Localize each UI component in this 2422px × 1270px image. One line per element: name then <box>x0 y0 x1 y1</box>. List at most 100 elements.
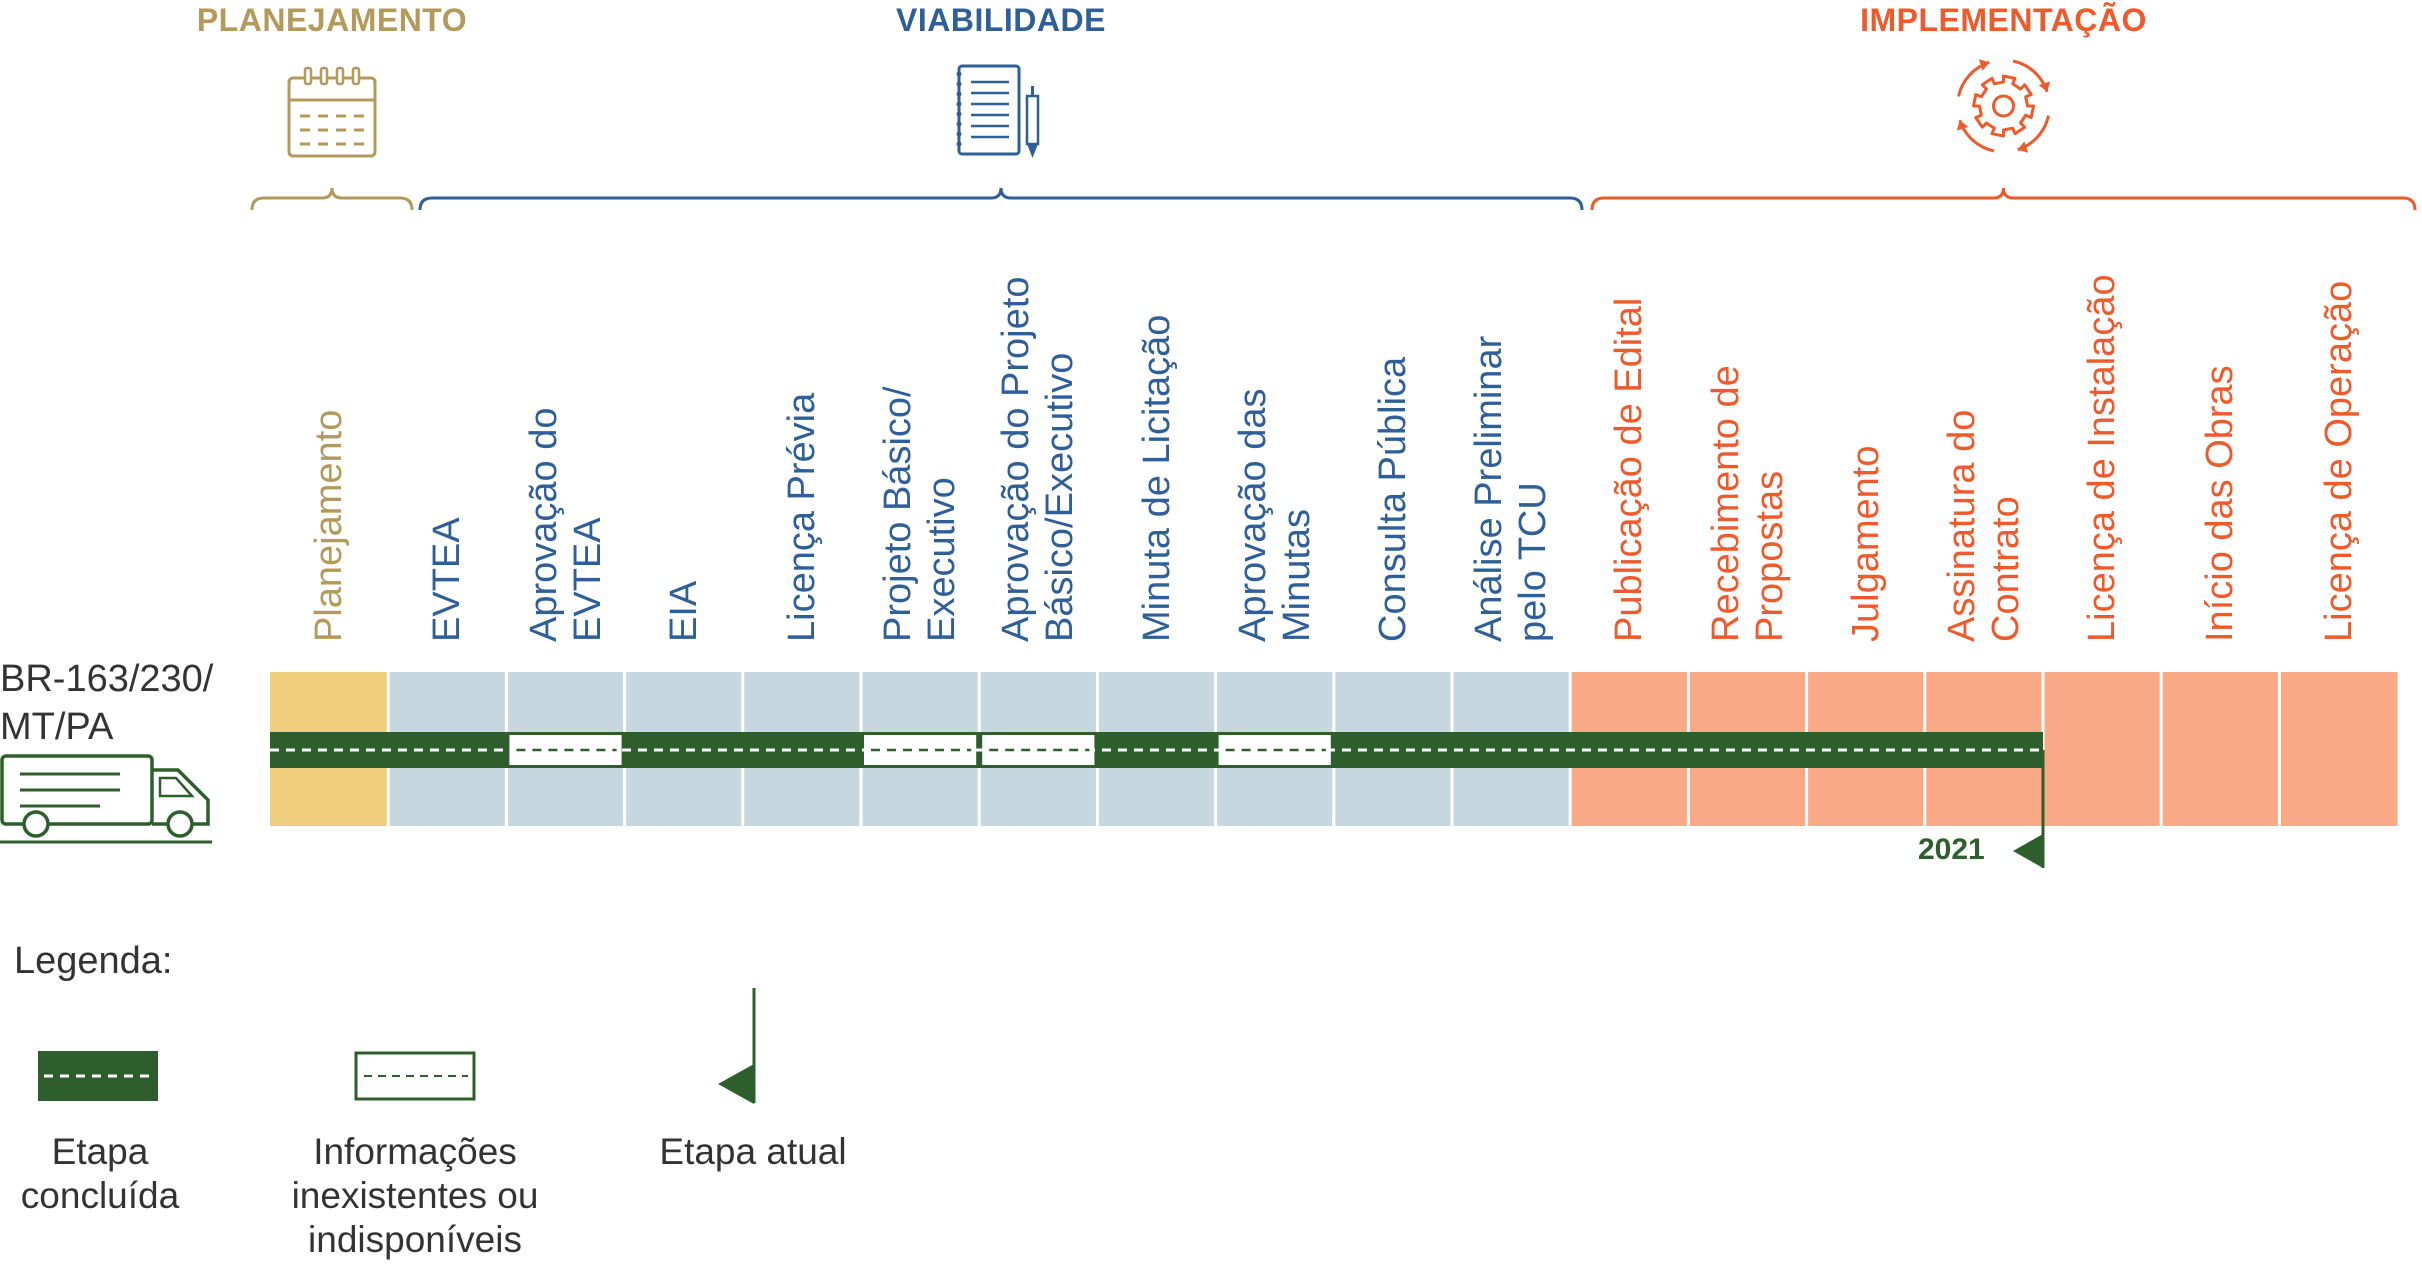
stage-label-line: Propostas <box>1748 470 1791 642</box>
stage-cell <box>2043 672 2162 826</box>
phase-brace <box>1590 187 2417 211</box>
cycle-arrowhead <box>2017 141 2029 153</box>
stage-label-line: Consulta Pública <box>1371 356 1414 642</box>
gear-hub <box>1992 94 2015 118</box>
legend-concluida-line1: Etapa <box>51 1131 149 1172</box>
stage-label-line: Licença Prévia <box>780 392 823 642</box>
stage-label: EIA <box>662 581 706 642</box>
phase-icons <box>287 59 2051 158</box>
phase-heading-planejamento: PLANEJAMENTO <box>196 2 468 38</box>
cycle-arrowhead <box>1956 120 1969 131</box>
phase-braces <box>250 187 2417 211</box>
road-bar <box>270 732 2043 768</box>
legend-graphics <box>38 988 756 1104</box>
stage-label-line: EVTEA <box>426 517 469 642</box>
gear-cycle-icon <box>1956 59 2051 153</box>
stage-label: Julgamento <box>1844 446 1888 642</box>
stage-label-line: Início das Obras <box>2199 365 2242 642</box>
pen-tip <box>1027 144 1038 158</box>
stage-label-line: Executivo <box>921 477 964 642</box>
stage-label: Licença de Instalação <box>2080 274 2124 642</box>
project-name-line2: MT/PA <box>0 706 114 748</box>
stage-label: Início das Obras <box>2198 365 2242 642</box>
legend-inexistente-line2: inexistentes ou <box>291 1175 539 1216</box>
truck-wheel <box>166 810 194 838</box>
calendar-ring <box>351 66 361 86</box>
calendar-frame <box>287 76 377 158</box>
project-name-line1: BR-163/230/ <box>0 658 214 700</box>
truck-window <box>158 776 195 798</box>
stage-label: Publicação de Edital <box>1607 298 1651 642</box>
stage-label-line: Projeto Básico/ <box>877 386 920 642</box>
legend-flag-pennant <box>718 1064 754 1104</box>
stage-label: Planejamento <box>307 410 351 642</box>
stage-label-line: Aprovação do Projeto <box>995 276 1038 642</box>
stage-label-line: Planejamento <box>308 409 351 642</box>
stage-label-line: Análise Preliminar <box>1468 335 1511 642</box>
notepad-sheet <box>957 64 1021 156</box>
calendar-ring <box>335 66 345 86</box>
stage-label-line: Publicação de Edital <box>1608 297 1651 642</box>
notepad-ring <box>956 141 962 147</box>
legend-inexistente-text: Informações inexistentes ou indisponívei… <box>290 1130 540 1262</box>
truck-cargo <box>0 754 154 826</box>
notepad-ring <box>956 131 962 137</box>
legend-concluida-text: Etapa concluída <box>20 1130 180 1218</box>
legend-concluida-line2: concluída <box>20 1175 180 1216</box>
stage-label-line: Básico/Executivo <box>1039 352 1082 642</box>
stage-label: Projeto Básico/Executivo <box>876 386 964 642</box>
phase-heading-implementacao: IMPLEMENTAÇÃO <box>1860 2 2147 38</box>
notepad-ring <box>956 111 962 117</box>
stage-label-line: Recebimento de <box>1704 365 1747 642</box>
notepad-ring <box>956 81 962 87</box>
stage-label-line: EVTEA <box>566 517 609 642</box>
stage-label-line: Aprovação do <box>522 407 565 643</box>
cycle-arrowhead <box>2038 81 2051 92</box>
stage-label: Consulta Pública <box>1371 357 1415 642</box>
notepad-pen-icon <box>956 64 1040 158</box>
stage-label-line: pelo TCU <box>1512 482 1555 642</box>
stage-label: Licença de Operação <box>2317 281 2361 642</box>
project-name: BR-163/230/ MT/PA <box>0 655 213 751</box>
flag-pennant <box>2013 834 2043 868</box>
legend-inexistente-line3: indisponíveis <box>308 1219 522 1260</box>
stage-label-line: Assinatura do <box>1940 409 1983 642</box>
notepad-ring <box>956 121 962 127</box>
gear-outline <box>1972 74 2035 138</box>
pen-body <box>1025 94 1040 146</box>
stage-label: Minuta de Licitação <box>1135 315 1179 642</box>
stage-cell <box>2161 672 2280 826</box>
legend-title: Legenda: <box>14 940 173 982</box>
stage-label-line: Contrato <box>1984 496 2027 642</box>
stage-label-line: Aprovação das <box>1231 388 1274 643</box>
truck-wheel <box>22 810 50 838</box>
calendar-ring <box>303 66 313 86</box>
legend-atual-text: Etapa atual <box>628 1130 878 1174</box>
legend-atual-line1: Etapa atual <box>659 1131 847 1172</box>
cycle-arrowhead <box>1978 59 1990 71</box>
stage-cell <box>2279 672 2398 826</box>
current-year-label: 2021 <box>1918 833 1985 866</box>
phase-brace <box>418 187 1584 211</box>
notepad-ring <box>956 101 962 107</box>
stage-label-line: Licença de Operação <box>2317 280 2360 642</box>
phase-heading-viabilidade: VIABILIDADE <box>896 2 1106 38</box>
stage-label-line: Minutas <box>1275 508 1318 642</box>
stage-label: Licença Prévia <box>780 393 824 642</box>
notepad-ring <box>956 71 962 77</box>
current-stage-flag <box>2013 750 2045 868</box>
stage-label: EVTEA <box>425 517 469 642</box>
stage-label-line: Licença de Instalação <box>2081 274 2124 642</box>
stage-label-line: Minuta de Licitação <box>1135 314 1178 642</box>
stage-label-line: Julgamento <box>1844 445 1887 642</box>
calendar-ring <box>319 66 329 86</box>
notepad-ring <box>956 91 962 97</box>
